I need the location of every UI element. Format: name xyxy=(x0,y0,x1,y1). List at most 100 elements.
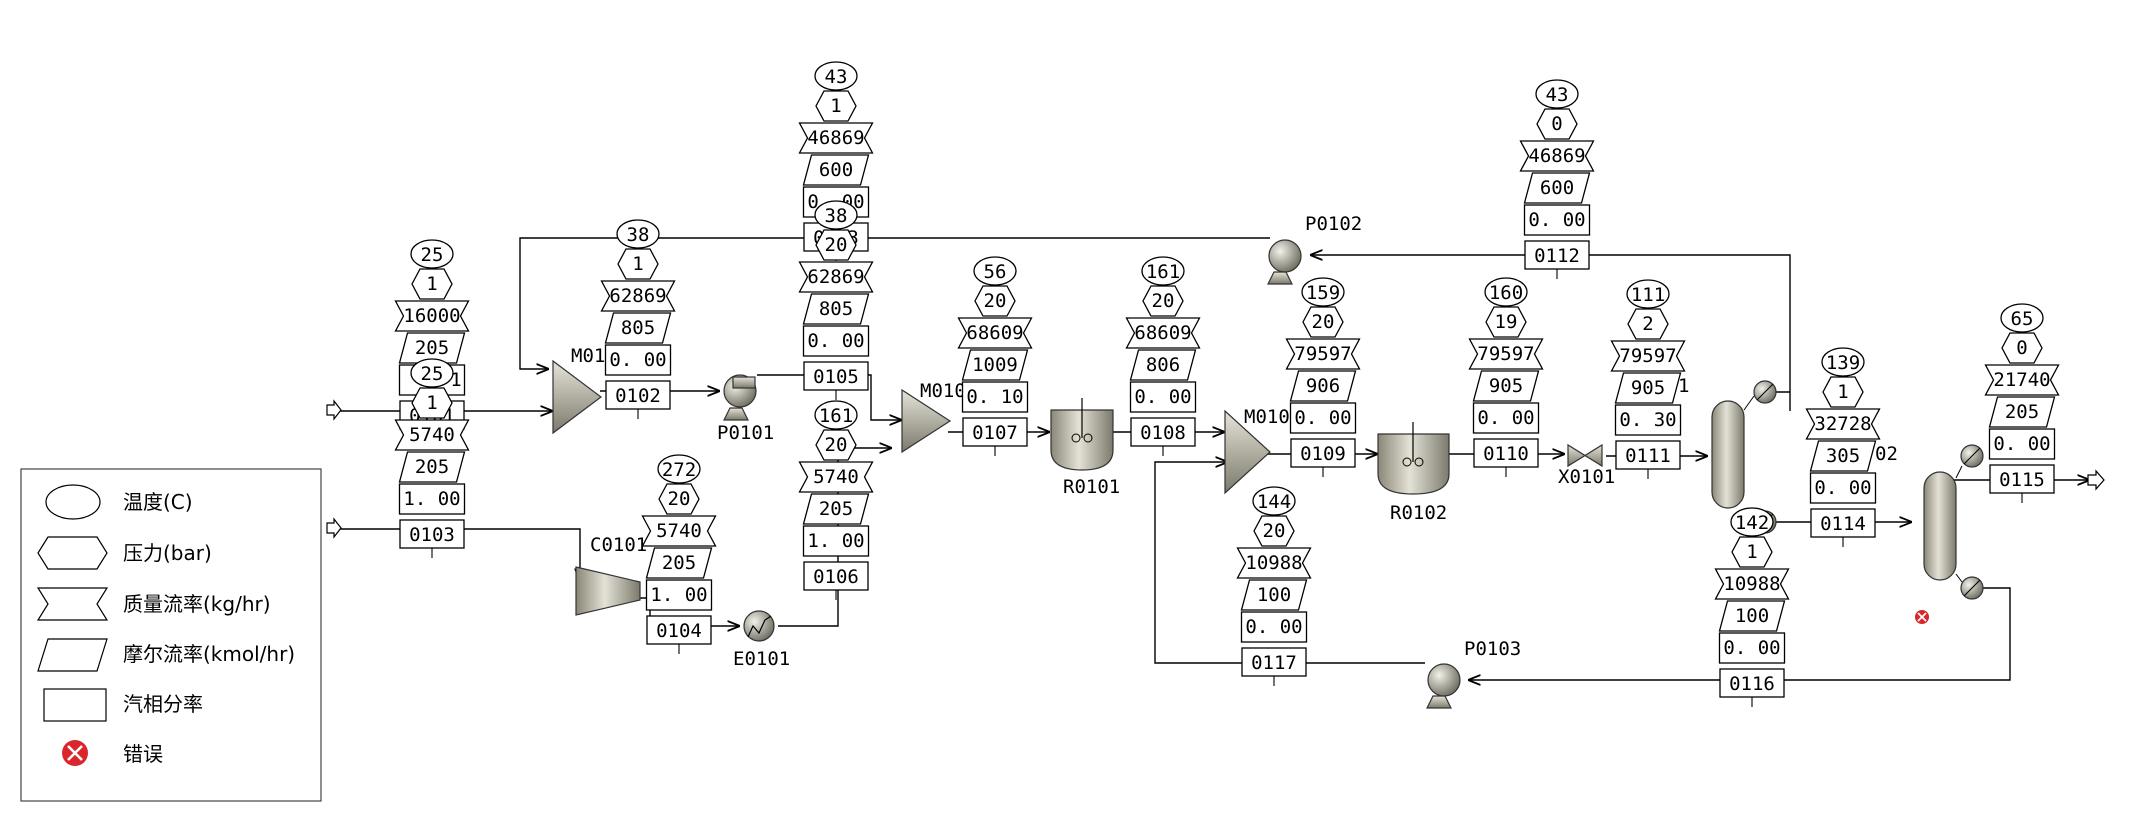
mole-flow-box xyxy=(1988,396,2056,428)
mixer-m0101[interactable] xyxy=(552,359,602,435)
stream-id-box[interactable] xyxy=(1290,438,1356,468)
column-t0102[interactable] xyxy=(1923,444,1984,600)
mass-flow-value: 62869 xyxy=(807,266,864,288)
mole-flow-value: 806 xyxy=(1146,354,1180,376)
temperature-value: 43 xyxy=(1546,84,1569,106)
mole-flow-value: 205 xyxy=(415,337,449,359)
mole-flow-box xyxy=(1523,172,1591,204)
mass-flow-value: 46869 xyxy=(1528,145,1585,167)
temperature-box xyxy=(1484,277,1528,307)
pressure-box xyxy=(974,285,1016,317)
stream-id-box[interactable] xyxy=(646,615,712,645)
feed-port-0103[interactable] xyxy=(326,517,342,539)
stream-id-box[interactable] xyxy=(1241,647,1307,677)
product-port-0115[interactable] xyxy=(2087,469,2105,491)
compressor-c0101[interactable] xyxy=(575,566,641,616)
temperature-value: 159 xyxy=(1306,282,1340,304)
mass-flow-value: 5740 xyxy=(813,466,859,488)
label-t0101: 1 xyxy=(1678,375,1689,397)
stream-id-box[interactable] xyxy=(399,519,465,549)
mole-flow-box xyxy=(802,293,870,325)
error-icon-t0102[interactable] xyxy=(1915,610,1929,624)
temperature-value: 38 xyxy=(825,205,848,227)
stream-id-box[interactable] xyxy=(803,561,869,591)
mixer-m0102[interactable] xyxy=(901,388,952,454)
temperature-box xyxy=(1730,507,1774,537)
temperature-value: 142 xyxy=(1735,512,1769,534)
pressure-value: 1 xyxy=(1746,541,1757,563)
legend-error-label: 错误 xyxy=(123,742,163,766)
mass-flow-box xyxy=(1519,140,1595,172)
mole-flow-value: 905 xyxy=(1631,377,1665,399)
vapor-fraction-value: 1. 00 xyxy=(807,530,864,552)
temperature-value: 25 xyxy=(421,244,444,266)
heater-e0101[interactable] xyxy=(743,610,775,642)
pressure-value: 20 xyxy=(825,234,848,256)
pressure-value: 1 xyxy=(426,392,437,414)
vapor-fraction-box xyxy=(802,325,870,357)
mixer-m0103[interactable] xyxy=(1224,409,1271,495)
temperature-value: 161 xyxy=(819,405,853,427)
label-r0101: R0101 xyxy=(1063,476,1120,498)
equipment: M0101 M0102 M0103 P0101 P0102 P0103 C010… xyxy=(552,213,1984,709)
temperature-value: 38 xyxy=(627,224,650,246)
pump-p0103[interactable] xyxy=(1426,663,1461,709)
stream-line-0113[interactable] xyxy=(519,237,1270,369)
reactor-r0101[interactable] xyxy=(1050,398,1114,471)
mass-flow-box xyxy=(957,317,1033,349)
feed-port-0101[interactable] xyxy=(326,399,342,421)
mole-flow-box xyxy=(398,451,466,483)
stream-id-box[interactable] xyxy=(1130,417,1196,447)
label-c0101: C0101 xyxy=(590,534,647,556)
stream-id: 0117 xyxy=(1251,652,1297,674)
vapor-fraction-value: 1. 00 xyxy=(650,584,707,606)
temperature-box xyxy=(1252,486,1296,516)
vapor-fraction-box xyxy=(1240,611,1308,643)
vapor-fraction-box xyxy=(1289,402,1357,434)
temperature-box xyxy=(410,239,454,269)
mole-flow-value: 805 xyxy=(621,317,655,339)
pressure-box xyxy=(1302,306,1344,338)
label-p0103: P0103 xyxy=(1464,638,1521,660)
mass-flow-box xyxy=(1468,338,1544,370)
mole-flow-box xyxy=(961,349,1029,381)
mole-flow-box xyxy=(1809,440,1877,472)
pressure-box xyxy=(411,268,453,300)
mole-flow-box xyxy=(604,312,672,344)
stream-id: 0105 xyxy=(813,366,859,388)
pressure-value: 20 xyxy=(1312,311,1335,333)
stream-id-box[interactable] xyxy=(803,361,869,391)
pump-p0102[interactable] xyxy=(1267,239,1302,285)
valve-x0101[interactable] xyxy=(1567,443,1603,468)
temperature-box xyxy=(657,454,701,484)
temperature-box xyxy=(1301,277,1345,307)
pressure-value: 2 xyxy=(1642,313,1653,335)
stream-id-box[interactable] xyxy=(605,380,671,410)
mole-flow-value: 1009 xyxy=(972,354,1018,376)
vapor-fraction-box xyxy=(604,344,672,376)
stream-line-0112[interactable] xyxy=(1310,255,1791,411)
pump-p0101[interactable] xyxy=(723,374,757,421)
vapor-fraction-value: 0. 00 xyxy=(1723,637,1780,659)
temperature-box xyxy=(1821,347,1865,377)
legend-temperature-symbol xyxy=(45,484,101,520)
mole-flow-value: 100 xyxy=(1735,605,1769,627)
reactor-r0102[interactable] xyxy=(1377,422,1450,495)
temperature-value: 65 xyxy=(2011,308,2034,330)
